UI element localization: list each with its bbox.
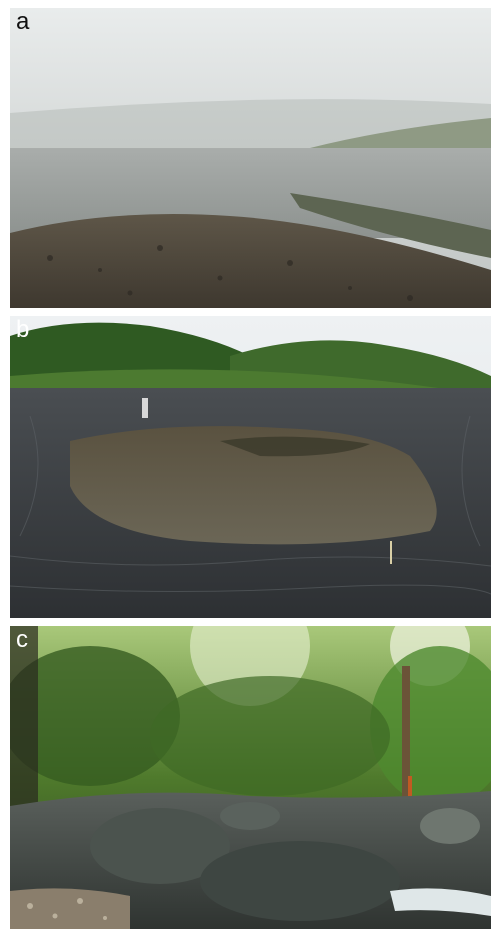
photo-panel-a: a [10,8,491,308]
photo-panel-b: b [10,316,491,618]
foggy-lake-photo [10,8,491,308]
panel-label-b: b [16,316,30,343]
lined-pond-photo [10,316,491,618]
forest-stream-photo [10,626,491,929]
panel-label-a: a [16,8,30,35]
panel-label-c: c [16,626,28,653]
photo-panel-c: c [10,626,491,929]
